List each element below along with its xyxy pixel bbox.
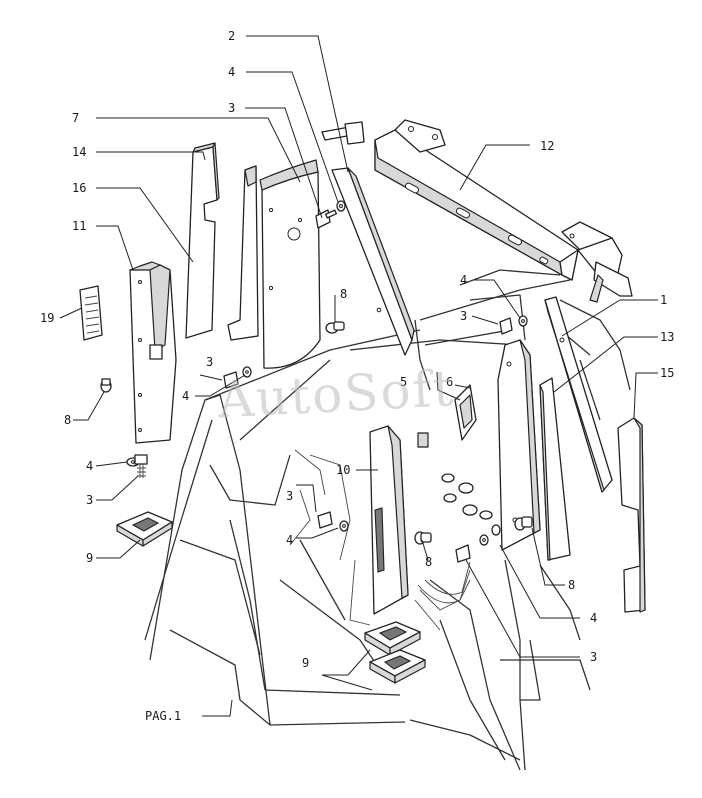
part-7-pillar-cover — [259, 159, 321, 369]
callout-7: 7 — [72, 111, 79, 125]
part-14-trim-panel — [185, 142, 220, 339]
callout-4: 4 — [590, 611, 597, 625]
callout-3: 3 — [460, 309, 467, 323]
callout-4: 4 — [86, 459, 93, 473]
callout-3: 3 — [286, 489, 293, 503]
callout-3: 3 — [590, 650, 597, 664]
callout-14: 14 — [72, 145, 86, 159]
callout-3: 3 — [206, 355, 213, 369]
callout-5: 5 — [400, 375, 407, 389]
callout-8: 8 — [425, 555, 432, 569]
callout-9: 9 — [302, 656, 309, 670]
callout-8: 8 — [64, 413, 71, 427]
part-6-right-pillar — [497, 339, 541, 551]
leader-lines — [59, 35, 658, 717]
part-9-gasket-left — [116, 511, 173, 547]
page-reference: PAG.1 — [145, 709, 181, 723]
part-5-bracket — [417, 384, 477, 448]
callout-6: 6 — [446, 375, 453, 389]
knob-cluster — [441, 473, 493, 520]
callout-labels: 2 4 3 7 14 16 11 19 8 4 3 9 12 4 3 1 13 … — [40, 29, 674, 723]
part-9-gasket-right-b — [369, 649, 426, 684]
part-2-angled-bar — [331, 167, 415, 356]
part-9-gasket-right-a — [364, 621, 421, 656]
callout-2: 2 — [228, 29, 235, 43]
callout-11: 11 — [72, 219, 86, 233]
cab-frame — [144, 269, 631, 771]
fasteners — [100, 200, 533, 563]
watermark: AutoSoft — [215, 359, 456, 429]
part-12-cross-beam — [321, 119, 633, 303]
callout-4: 4 — [182, 389, 189, 403]
callout-4: 4 — [286, 533, 293, 547]
callout-15: 15 — [660, 366, 674, 380]
callout-4: 4 — [460, 273, 467, 287]
callout-3: 3 — [86, 493, 93, 507]
part-10-front-pillar — [369, 425, 409, 615]
part-1-right-strip — [544, 296, 613, 493]
part-16-trim-strip — [227, 165, 259, 341]
callout-12: 12 — [540, 139, 554, 153]
callout-1: 1 — [660, 293, 667, 307]
part-13-right-panel — [539, 377, 571, 561]
callout-3: 3 — [228, 101, 235, 115]
callout-8: 8 — [340, 287, 347, 301]
callout-16: 16 — [72, 181, 86, 195]
part-11-left-pillar — [129, 261, 177, 444]
callout-9: 9 — [86, 551, 93, 565]
callout-10: 10 — [336, 463, 350, 477]
callout-13: 13 — [660, 330, 674, 344]
callout-4: 4 — [228, 65, 235, 79]
callout-8: 8 — [568, 578, 575, 592]
callout-19: 19 — [40, 311, 54, 325]
part-19-grille — [79, 285, 103, 341]
part-15-trim-pad — [617, 417, 646, 613]
